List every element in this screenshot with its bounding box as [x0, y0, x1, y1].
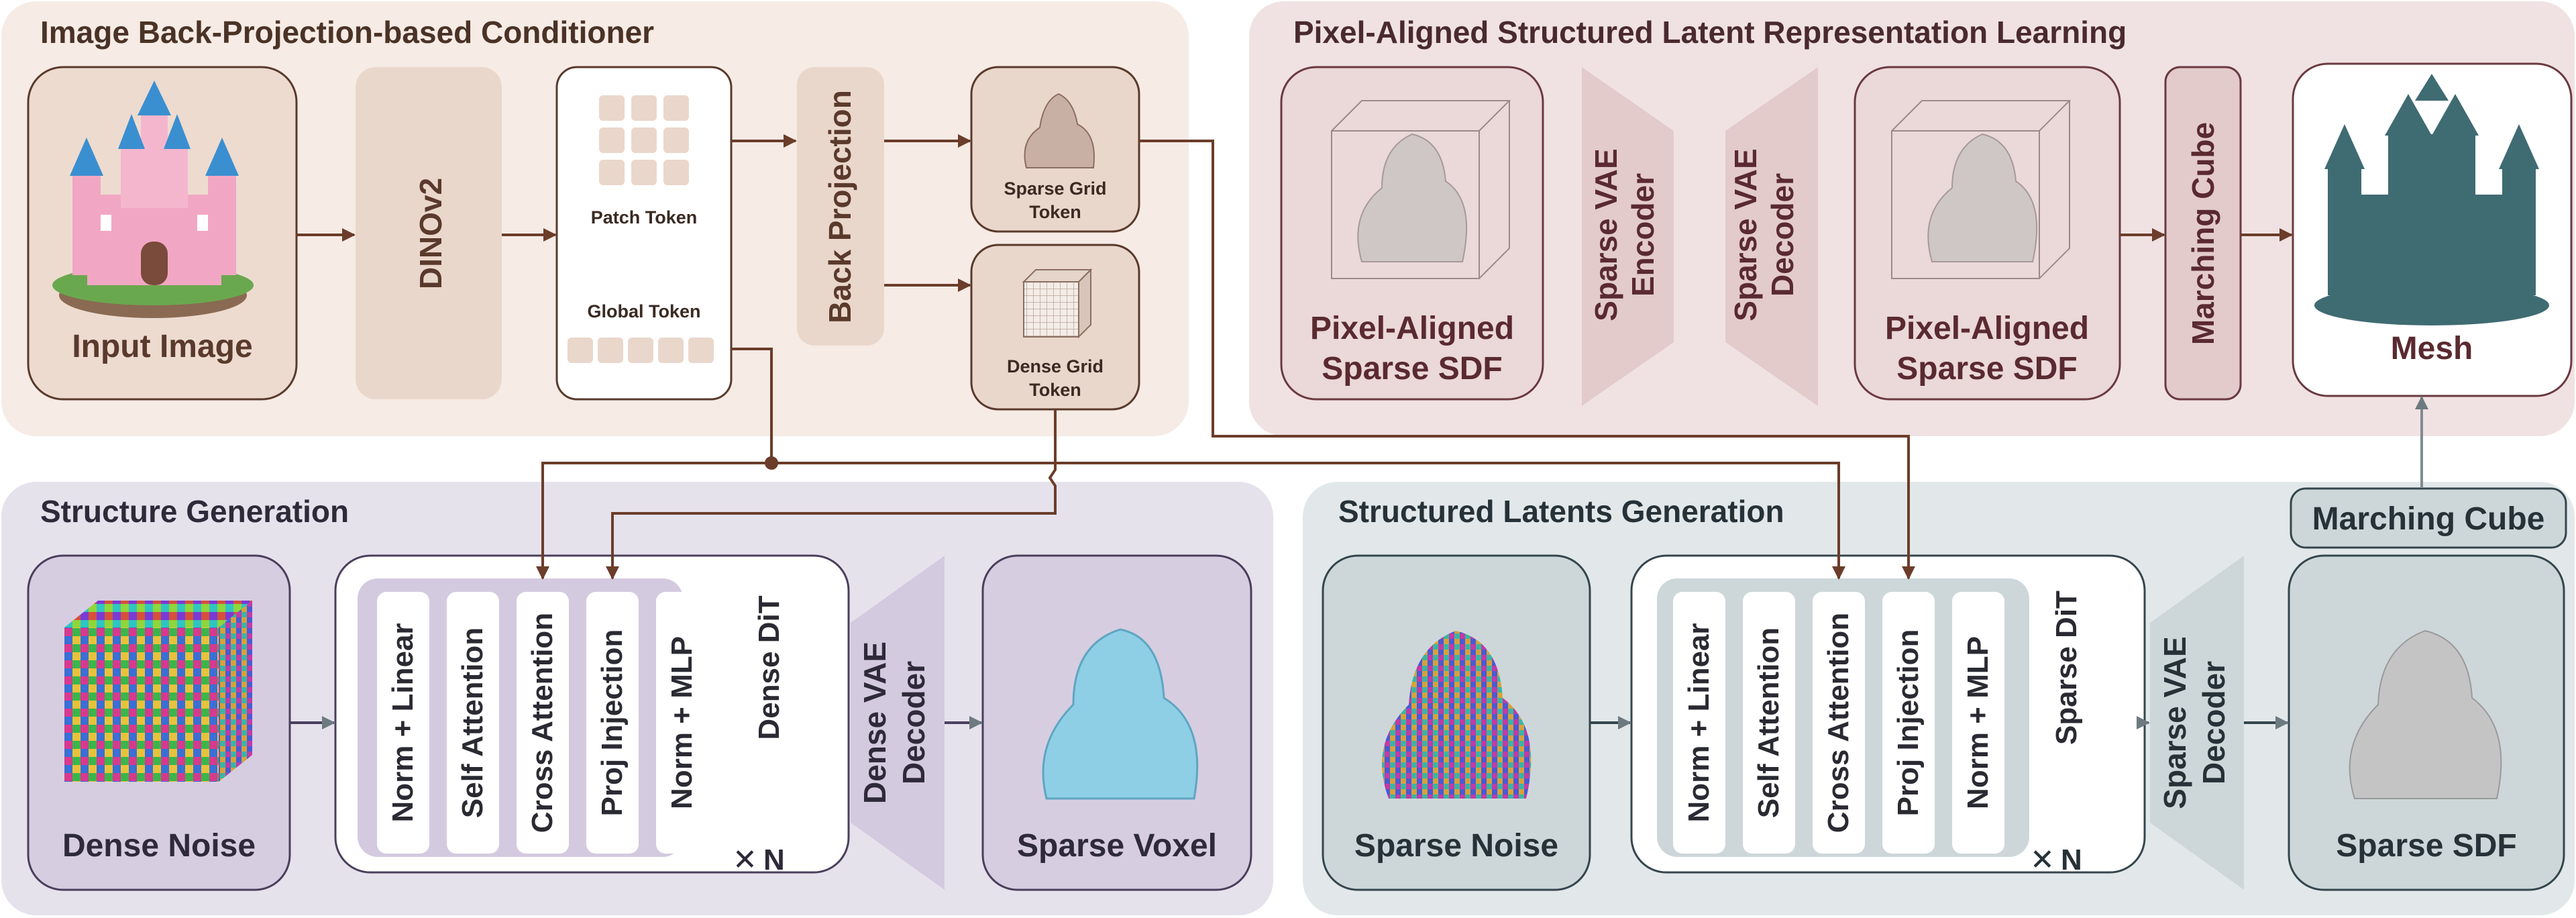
dense-grid-token-line2: Token [1029, 380, 1081, 400]
sparse-layer-1 [1673, 592, 1725, 854]
sdf-input-shape [1357, 133, 1468, 262]
mesh-label: Mesh [2391, 331, 2473, 366]
dinov2-label: DINOv2 [413, 178, 448, 289]
dense-dit-box: Norm + Linear Self Attention Cross Atten… [334, 554, 850, 876]
sdf-input-line2: Sparse SDF [1322, 351, 1502, 387]
sparse-sdf-box: Sparse SDF [2288, 554, 2565, 891]
sparse-voxel-box: Sparse Voxel [981, 554, 1252, 891]
sparse-repeat-x: ✕ [2030, 844, 2055, 876]
sdf-output-box: Pixel-Aligned Sparse SDF [1854, 66, 2121, 401]
sparse-vae-encoder-line1: Sparse VAE [1589, 148, 1623, 321]
mesh-box: Mesh [2292, 62, 2573, 397]
dense-layer-3-label: Cross Attention [526, 613, 559, 833]
back-projection-box [797, 67, 884, 346]
sparse-layer-4-label: Proj Injection [1892, 629, 1925, 817]
global-token-row [568, 338, 714, 363]
sparse-layer-1-label: Norm + Linear [1682, 623, 1715, 822]
castle-mesh-icon [2314, 74, 2549, 325]
sparse-layer-2-label: Self Attention [1752, 627, 1785, 818]
sparse-grid-shape [1024, 93, 1095, 168]
dense-layer-1-label: Norm + Linear [386, 623, 419, 822]
dinov2-box [356, 67, 502, 399]
sparse-layer-2 [1743, 592, 1795, 854]
sparse-sdf-shape [2349, 629, 2502, 799]
dense-dit-label: Dense DiT [753, 595, 786, 740]
sparse-sdf-label: Sparse SDF [2336, 828, 2516, 864]
latents-title: Structured Latents Generation [1338, 494, 1784, 529]
latents-arrows [1590, 396, 2428, 729]
sparse-grid-token-line1: Sparse Grid [1004, 178, 1106, 199]
dense-layer-4-label: Proj Injection [596, 629, 629, 817]
sdf-output-line1: Pixel-Aligned [1885, 311, 2089, 346]
sparse-dit-label: Sparse DiT [2050, 591, 2083, 745]
dense-dit-tag [743, 577, 796, 758]
sparse-noise-label: Sparse Noise [1354, 828, 1558, 864]
sparse-voxel-label: Sparse Voxel [1017, 828, 1217, 864]
sparse-layer-4 [1882, 592, 1935, 854]
sparse-vae-decoder-line2: Decoder [1765, 173, 1800, 297]
back-projection-label: Back Projection [822, 90, 857, 323]
sdf-input-line1: Pixel-Aligned [1310, 311, 1514, 346]
dense-layer-2-label: Self Attention [456, 627, 489, 818]
structure-title: Structure Generation [40, 494, 349, 529]
sparse-layer-5-label: Norm + MLP [1962, 636, 1994, 809]
sparse-vae-decoder-line1: Sparse VAE [1728, 148, 1763, 321]
dense-noise-box: Dense Noise [27, 554, 291, 891]
dense-noise-cube [64, 601, 252, 782]
dense-layer-4 [586, 592, 639, 854]
dense-grid-token-line1: Dense Grid [1007, 356, 1104, 376]
patch-token-label: Patch Token [591, 207, 698, 227]
sparse-vae-decoder2-line1: Sparse VAE [2157, 636, 2192, 809]
patch-token-grid [599, 95, 689, 185]
marching-cube-label-top: Marching Cube [2186, 122, 2220, 345]
dense-grid-token-box: Dense Grid Token [970, 244, 1140, 411]
sparse-vae-encoder-line2: Encoder [1625, 173, 1660, 297]
sparse-repeat-n: N [2061, 844, 2082, 876]
global-token-label: Global Token [587, 301, 700, 321]
sparse-layer-3 [1813, 592, 1865, 854]
dense-grid-cube [1022, 268, 1093, 339]
dense-repeat-x: ✕ [733, 844, 757, 876]
conditioning-connections [536, 140, 1915, 580]
dense-noise-label: Dense Noise [62, 828, 256, 864]
sdf-output-shape [1927, 133, 2038, 262]
sparse-layer-3-label: Cross Attention [1822, 613, 1855, 833]
conditioner-arrows [297, 134, 971, 292]
sparse-grid-token-line2: Token [1029, 202, 1081, 222]
sparse-dit-tag [2041, 577, 2093, 758]
dense-vae-decoder-line1: Dense VAE [857, 642, 892, 804]
token-box: Patch Token Global Token [555, 66, 733, 401]
dense-layer-2 [447, 592, 499, 854]
dense-layer-5 [656, 592, 708, 854]
sparse-vae-decoder-shape [1725, 67, 1818, 406]
sdf-output-cube [1891, 100, 2072, 279]
dense-repeat-n: N [763, 844, 785, 876]
sparse-grid-token-box: Sparse Grid Token [970, 66, 1140, 233]
conditioner-title: Image Back-Projection-based Conditioner [40, 15, 654, 50]
marching-cube-label-bottom: Marching Cube [2312, 501, 2545, 537]
input-image-label: Input Image [72, 329, 252, 364]
input-image-box: Input Image [27, 66, 298, 401]
sparse-vae-decoder2-line2: Decoder [2196, 661, 2231, 784]
dense-vae-decoder-line2: Decoder [896, 661, 931, 784]
dense-layer-1 [377, 592, 429, 854]
sdf-output-line2: Sparse SDF [1896, 351, 2077, 387]
sdf-input-box: Pixel-Aligned Sparse SDF [1280, 66, 1544, 401]
sparse-noise-box: Sparse Noise [1322, 554, 1591, 891]
dense-vae-decoder-shape [851, 556, 945, 890]
sparse-voxel-shape [1042, 628, 1199, 800]
latent-learning-title: Pixel-Aligned Structured Latent Represen… [1293, 15, 2127, 50]
sparse-layer-5 [1952, 592, 2004, 854]
castle-icon [52, 81, 254, 318]
dense-layer-5-label: Norm + MLP [665, 636, 698, 809]
dense-layer-3 [517, 592, 569, 854]
marching-cube-box-bottom [2290, 487, 2567, 549]
sdf-input-cube [1331, 100, 1511, 279]
sparse-dit-box: Norm + Linear Self Attention Cross Atten… [1630, 554, 2146, 876]
sparse-vae-encoder-shape [1582, 67, 1674, 406]
marching-cube-box-top [2164, 66, 2242, 401]
sparse-noise-shape [1382, 631, 1532, 799]
sparse-vae-decoder2-shape [2150, 556, 2244, 890]
